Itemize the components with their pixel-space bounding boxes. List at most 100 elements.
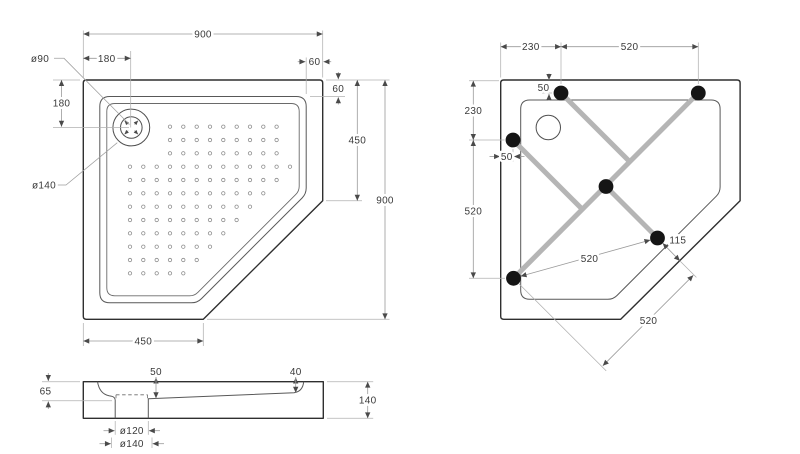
anti-slip-dot — [207, 137, 213, 143]
leg-marker — [690, 85, 706, 101]
leg-marker — [553, 85, 569, 101]
anti-slip-dot — [194, 124, 199, 129]
dim-label: 60 — [332, 84, 344, 95]
anti-slip-dot — [127, 244, 133, 249]
anti-slip-dot — [127, 231, 133, 236]
anti-slip-dot — [221, 231, 226, 236]
anti-slip-dot — [207, 151, 213, 156]
anti-slip-dot — [154, 191, 159, 196]
drain-circle — [535, 114, 561, 141]
anti-slip-dot — [247, 151, 253, 156]
hidden-drain-recess — [115, 394, 148, 399]
anti-slip-dot — [141, 191, 146, 196]
anti-slip-dot — [234, 151, 239, 156]
dim-label: 50 — [501, 152, 513, 163]
anti-slip-dot — [221, 177, 226, 183]
section-profile-left — [97, 381, 116, 419]
anti-slip-dot — [234, 217, 239, 223]
anti-slip-dot — [207, 164, 213, 169]
anti-slip-dot — [261, 124, 266, 129]
anti-slip-dot — [167, 244, 173, 249]
anti-slip-dot — [181, 271, 186, 276]
anti-slip-dot — [167, 191, 173, 196]
support-beam — [604, 184, 660, 240]
dimension-labels: 50 40 65 140 ø120 ø140 — [37, 364, 379, 452]
anti-slip-dot — [181, 177, 186, 183]
anti-slip-dot — [127, 257, 133, 263]
anti-slip-dot — [207, 231, 213, 236]
anti-slip-dot — [234, 164, 239, 169]
support-beam — [559, 91, 632, 164]
dim-label: 230 — [465, 106, 483, 117]
anti-slip-dot — [181, 217, 186, 223]
tray-floor-edge — [106, 103, 300, 297]
anti-slip-dot — [274, 137, 279, 143]
anti-slip-dot — [234, 177, 239, 183]
leg-marker — [506, 270, 521, 286]
dimension-lines — [54, 31, 388, 344]
anti-slip-dot — [141, 217, 146, 223]
support-legs — [505, 85, 706, 286]
anti-slip-dot — [221, 137, 226, 143]
anti-slip-dots — [127, 124, 293, 276]
anti-slip-dot — [167, 164, 173, 169]
dim-label: 450 — [349, 136, 367, 147]
anti-slip-dot — [247, 164, 253, 169]
anti-slip-dot — [261, 177, 266, 183]
anti-slip-dot — [167, 151, 173, 156]
dim-label: 50 — [538, 83, 550, 94]
anti-slip-dot — [234, 191, 239, 196]
anti-slip-dot — [181, 124, 186, 129]
anti-slip-dot — [181, 244, 186, 249]
anti-slip-dot — [154, 177, 159, 183]
anti-slip-dot — [154, 164, 159, 169]
anti-slip-dot — [194, 257, 199, 263]
anti-slip-dot — [194, 204, 199, 209]
anti-slip-dot — [287, 164, 293, 169]
leg-marker — [598, 179, 614, 194]
dimension-labels: 900 180 ø90 180 ø140 60 60 450 900 450 — [28, 27, 396, 350]
anti-slip-dot — [181, 137, 186, 143]
anti-slip-dot — [154, 231, 159, 236]
leader-drain-outer — [56, 142, 118, 186]
dim-label: 180 — [98, 54, 116, 65]
dim-label: 40 — [290, 367, 302, 378]
dim-label: 450 — [135, 337, 153, 348]
anti-slip-dot — [247, 191, 253, 196]
anti-slip-dot — [141, 164, 146, 169]
dim-label: 115 — [669, 236, 686, 247]
anti-slip-dot — [154, 204, 159, 209]
dim-label: 230 — [522, 42, 540, 53]
tray-outline — [82, 79, 324, 320]
anti-slip-dot — [154, 271, 159, 276]
tray-outline — [500, 79, 741, 320]
anti-slip-dot — [127, 177, 133, 183]
dimension-labels: 230 520 50 230 50 520 520 115 520 — [462, 40, 689, 330]
tray-rim-inner-edge — [99, 96, 307, 304]
dim-label: 520 — [465, 207, 483, 218]
anti-slip-dot — [247, 177, 253, 183]
dim-label: ø140 — [120, 439, 144, 450]
anti-slip-dot — [167, 137, 173, 143]
anti-slip-dot — [274, 177, 279, 183]
anti-slip-dot — [127, 191, 133, 196]
anti-slip-dot — [261, 164, 266, 169]
anti-slip-dot — [207, 177, 213, 183]
anti-slip-dot — [221, 191, 226, 196]
anti-slip-dot — [221, 151, 226, 156]
dim-label: 50 — [150, 367, 162, 378]
anti-slip-dot — [154, 257, 159, 263]
anti-slip-dot — [261, 151, 266, 156]
leg-marker — [650, 230, 665, 246]
dim-label: 180 — [53, 99, 71, 110]
dim-label: 520 — [640, 316, 658, 327]
extension-lines — [53, 30, 390, 346]
anti-slip-dot — [247, 137, 253, 143]
anti-slip-dot — [194, 217, 199, 223]
anti-slip-dot — [221, 217, 226, 223]
anti-slip-dot — [141, 257, 146, 263]
side-view: 50 40 65 140 ø120 ø140 — [37, 364, 379, 452]
support-beam — [511, 138, 584, 211]
anti-slip-dot — [194, 137, 199, 143]
